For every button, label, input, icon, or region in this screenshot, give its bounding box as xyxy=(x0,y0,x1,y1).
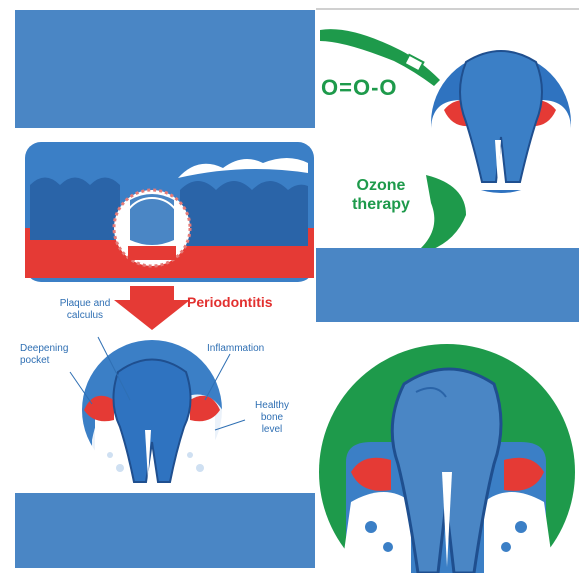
arrow-down-icon xyxy=(114,286,190,330)
diagram-title: Periodontitis xyxy=(187,294,273,310)
ozone-therapy-caption: Ozone therapy xyxy=(346,176,416,214)
middle-right-blue-block xyxy=(316,252,579,322)
ozone-molecule: O=O-O xyxy=(321,75,398,101)
top-divider xyxy=(316,8,579,10)
tooth-icon xyxy=(82,340,234,482)
top-right-panel: O=O-O Ozone therapy xyxy=(316,0,579,260)
left-panel: Periodontitis Plaque and calculus Deepen… xyxy=(0,0,316,573)
magnifier-icon xyxy=(114,190,190,266)
healthy-tooth-illustration xyxy=(316,322,579,573)
pocket-label: Deepening pocket xyxy=(20,343,90,367)
teeth-row-right xyxy=(180,181,308,246)
periodontitis-illustration xyxy=(0,0,316,573)
bone-label: Healthy bone level xyxy=(247,400,297,436)
plaque-label: Plaque and calculus xyxy=(50,298,120,322)
ozone-illustration xyxy=(316,0,579,260)
teeth-row xyxy=(30,178,120,241)
inflammation-label: Inflammation xyxy=(207,343,264,355)
bottom-right-panel xyxy=(316,322,579,573)
